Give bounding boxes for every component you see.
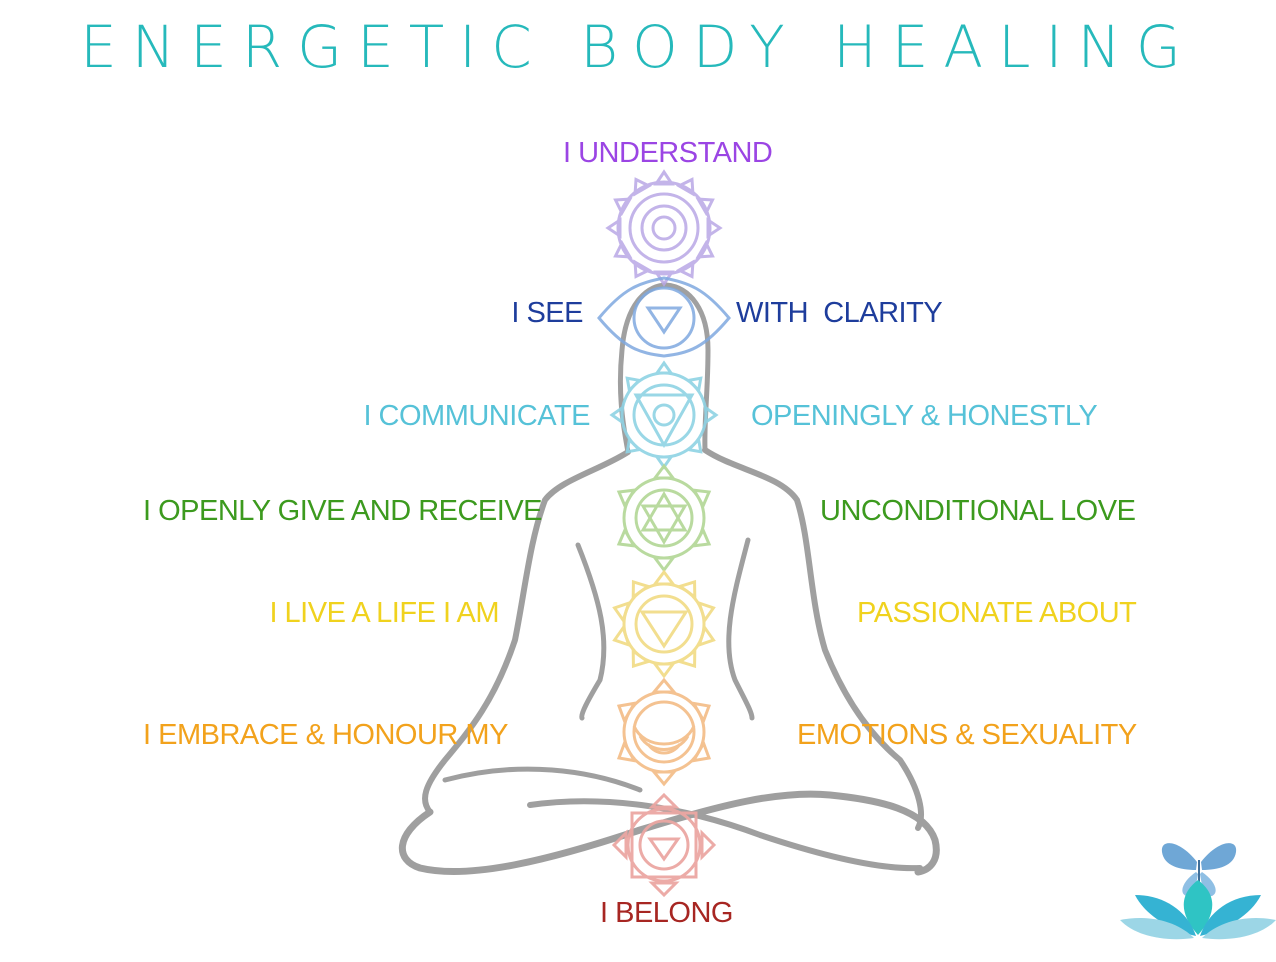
throat-affirmation-right: OPENINGLY & HONESTLY bbox=[751, 400, 1098, 432]
solar-plexus-affirmation-right: PASSIONATE ABOUT bbox=[857, 597, 1137, 629]
meditating-body-outline bbox=[399, 282, 940, 876]
crown-chakra-icon bbox=[605, 169, 723, 287]
solar-plexus-chakra-icon bbox=[612, 569, 716, 679]
root-chakra-icon bbox=[611, 792, 717, 898]
butterfly-lotus-logo-icon bbox=[1120, 843, 1276, 940]
heart-affirmation-right: UNCONDITIONAL LOVE bbox=[820, 495, 1136, 527]
third-eye-affirmation-right: WITH CLARITY bbox=[736, 297, 943, 329]
sacral-affirmation-right: EMOTIONS & SEXUALITY bbox=[797, 719, 1137, 751]
heart-chakra-icon bbox=[616, 463, 712, 573]
third-eye-affirmation-left: I SEE bbox=[511, 297, 583, 329]
page-title: ENERGETIC BODY HEALING bbox=[80, 13, 1196, 81]
sacral-affirmation-left: I EMBRACE & HONOUR MY bbox=[143, 719, 508, 751]
solar-plexus-affirmation-left: I LIVE A LIFE I AM bbox=[269, 597, 499, 629]
crown-affirmation: I UNDERSTAND bbox=[563, 137, 773, 169]
sacral-chakra-icon bbox=[616, 677, 712, 787]
throat-affirmation-left: I COMMUNICATE bbox=[363, 400, 590, 432]
root-affirmation: I BELONG bbox=[600, 897, 734, 929]
third-eye-chakra-icon bbox=[597, 276, 731, 358]
throat-chakra-icon bbox=[609, 360, 719, 470]
heart-affirmation-left: I OPENLY GIVE AND RECEIVE bbox=[143, 495, 543, 527]
